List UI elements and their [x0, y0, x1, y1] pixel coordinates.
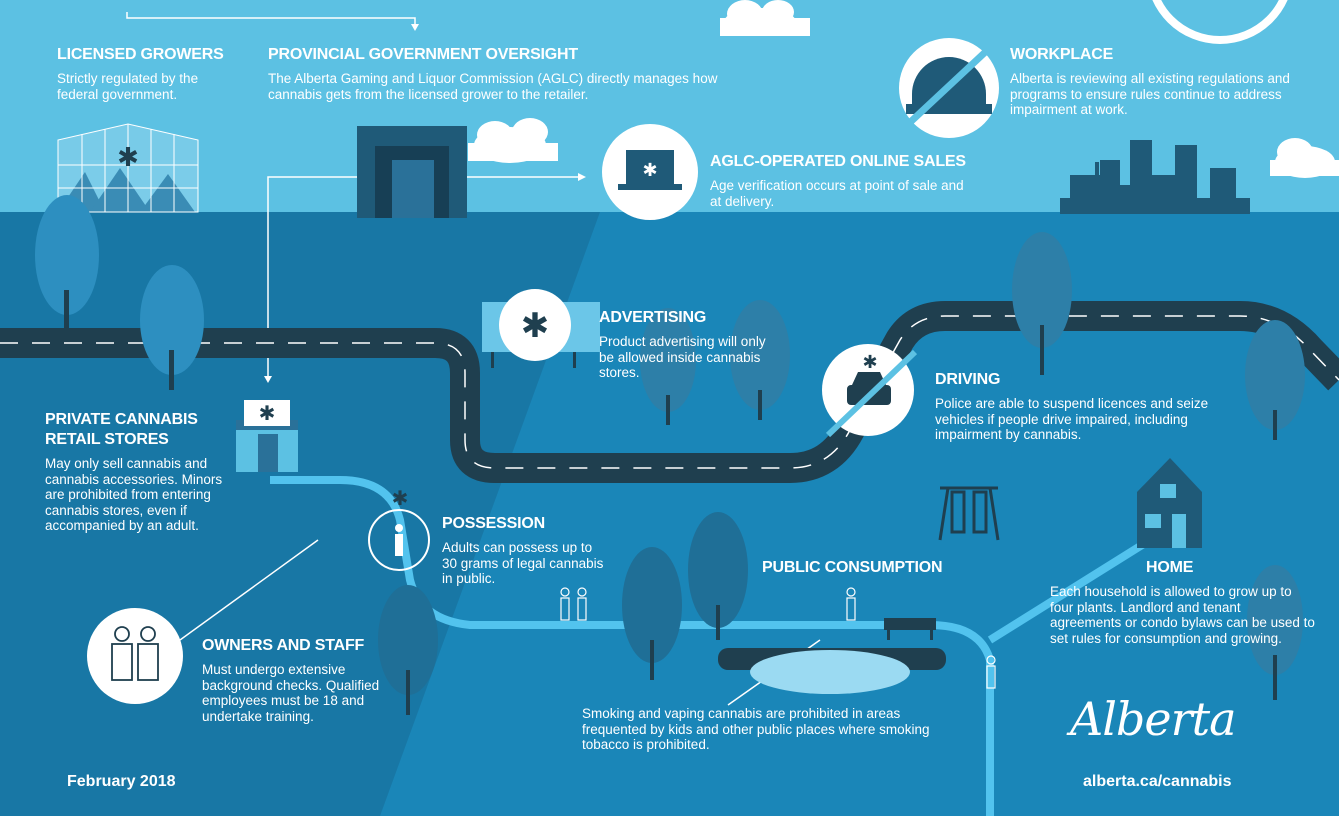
- public-consumption-body-block: Smoking and vaping cannabis are prohibit…: [582, 706, 952, 753]
- licensed-growers-body: Strictly regulated by the federal govern…: [57, 71, 199, 102]
- home-block: HOME Each household is allowed to grow u…: [1050, 558, 1315, 646]
- swing-icon: [938, 486, 1000, 541]
- owners-staff-title: OWNERS AND STAFF: [202, 637, 365, 654]
- house-icon: [1137, 458, 1202, 548]
- tree-icon: [730, 300, 790, 420]
- tree-icon: [140, 265, 204, 390]
- svg-text:✱: ✱: [259, 403, 276, 425]
- possession-title: POSSESSION: [442, 515, 545, 532]
- advertising-block: ADVERTISING Product advertising will onl…: [599, 308, 779, 381]
- licensed-growers-title: LICENSED GROWERS: [57, 46, 224, 63]
- svg-text:✱: ✱: [521, 307, 550, 345]
- greenhouse-icon: ✱: [57, 123, 199, 213]
- road: [0, 301, 1339, 483]
- svg-text:✱: ✱: [392, 488, 409, 510]
- owners-staff-body: Must undergo extensive background checks…: [202, 662, 380, 724]
- licensed-growers-block: LICENSED GROWERS Strictly regulated by t…: [57, 45, 242, 102]
- public-consumption-title-block: PUBLIC CONSUMPTION: [762, 558, 962, 578]
- tree-icon: [1247, 565, 1303, 700]
- driving-body: Police are able to suspend licences and …: [935, 396, 1209, 442]
- tree-icon: [1012, 232, 1072, 375]
- warehouse-icon: [357, 126, 467, 218]
- tree-icon: [1245, 320, 1305, 440]
- alberta-logo: Alberta: [1070, 692, 1236, 746]
- workplace-title: WORKPLACE: [1010, 46, 1114, 63]
- possession-body: Adults can possess up to 30 grams of leg…: [442, 540, 604, 586]
- industrial-silhouette-icon: [1060, 140, 1250, 214]
- cloud-icon: [468, 118, 558, 163]
- driving-block: DRIVING Police are able to suspend licen…: [935, 370, 1240, 443]
- tree-icon: [378, 585, 438, 715]
- government-oversight-block: PROVINCIAL GOVERNMENT OVERSIGHT The Albe…: [268, 45, 748, 102]
- workplace-body: Alberta is reviewing all existing regula…: [1010, 71, 1290, 117]
- cloud-icon: [1270, 138, 1339, 178]
- svg-text:✱: ✱: [117, 142, 139, 172]
- retail-stores-body: May only sell cannabis and cannabis acce…: [45, 456, 223, 533]
- retail-stores-block: PRIVATE CANNABIS RETAIL STORES May only …: [45, 410, 235, 534]
- government-oversight-body: The Alberta Gaming and Liquor Commission…: [268, 71, 718, 102]
- home-body: Each household is allowed to grow up to …: [1050, 584, 1315, 646]
- online-sales-title: AGLC-OPERATED ONLINE SALES: [710, 153, 966, 170]
- public-consumption-body: Smoking and vaping cannabis are prohibit…: [582, 706, 930, 752]
- tree-icon: [35, 195, 99, 328]
- svg-text:✱: ✱: [642, 160, 657, 180]
- workplace-block: WORKPLACE Alberta is reviewing all exist…: [1010, 45, 1310, 118]
- government-oversight-title: PROVINCIAL GOVERNMENT OVERSIGHT: [268, 46, 578, 63]
- online-sales-block: AGLC-OPERATED ONLINE SALES Age verificat…: [710, 152, 970, 209]
- home-title: HOME: [1146, 559, 1194, 576]
- tree-icon: [688, 512, 748, 640]
- store-icon: ✱: [236, 400, 298, 472]
- date-label: February 2018: [67, 773, 176, 790]
- retail-stores-title: PRIVATE CANNABIS RETAIL STORES: [45, 411, 198, 448]
- tree-icon: [622, 547, 682, 680]
- owners-staff-block: OWNERS AND STAFF Must undergo extensive …: [202, 636, 392, 724]
- driving-title: DRIVING: [935, 371, 1001, 388]
- cloud-icon: [720, 0, 810, 36]
- advertising-body: Product advertising will only be allowed…: [599, 334, 766, 380]
- online-sales-body: Age verification occurs at point of sale…: [710, 178, 964, 209]
- advertising-title: ADVERTISING: [599, 309, 707, 326]
- public-consumption-title: PUBLIC CONSUMPTION: [762, 559, 943, 576]
- car-icon: ✱: [822, 344, 918, 438]
- website-link[interactable]: alberta.ca/cannabis: [1083, 773, 1232, 790]
- svg-text:✱: ✱: [862, 352, 877, 372]
- billboard-icon: ✱: [482, 289, 600, 368]
- possession-block: POSSESSION Adults can possess up to 30 g…: [442, 514, 607, 587]
- tree-icon: [640, 308, 696, 425]
